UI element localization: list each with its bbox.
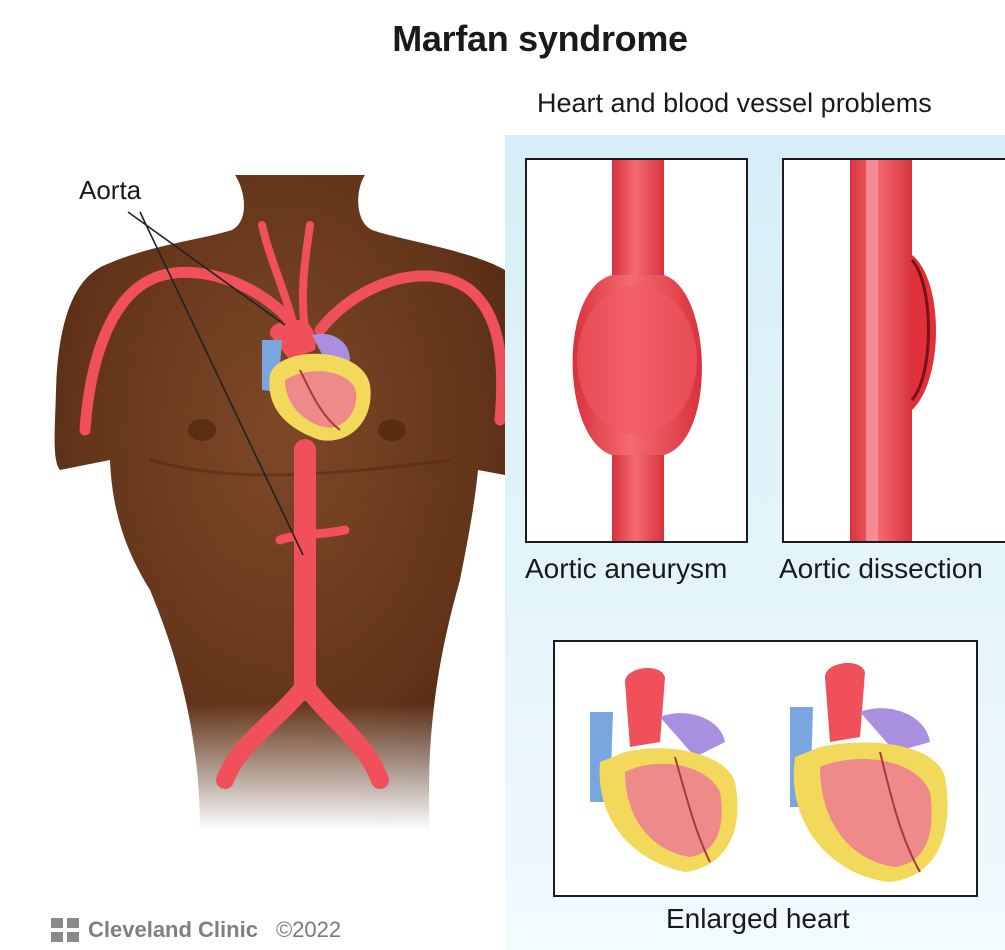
section-subtitle: Heart and blood vessel problems bbox=[537, 88, 932, 119]
aneurysm-illustration bbox=[527, 160, 746, 541]
brand-name: Cleveland Clinic bbox=[88, 917, 258, 943]
copyright: ©2022 bbox=[276, 917, 341, 943]
cleveland-clinic-logo-icon bbox=[50, 917, 80, 943]
enlarged-heart-frame bbox=[553, 640, 978, 897]
aneurysm-caption: Aortic aneurysm bbox=[525, 553, 727, 585]
heart-enlarged bbox=[790, 663, 948, 882]
brand-footer: Cleveland Clinic ©2022 bbox=[50, 917, 341, 943]
dissection-caption: Aortic dissection bbox=[779, 553, 983, 585]
dissection-frame bbox=[782, 158, 1005, 543]
torso-illustration bbox=[0, 130, 510, 830]
aorta-label: Aorta bbox=[79, 175, 141, 206]
enlarged-heart-caption: Enlarged heart bbox=[666, 903, 850, 935]
aneurysm-frame bbox=[525, 158, 748, 543]
heart-normal bbox=[590, 668, 738, 872]
dissection-illustration bbox=[784, 160, 1005, 541]
page-title: Marfan syndrome bbox=[0, 18, 1005, 60]
enlarged-heart-illustration bbox=[555, 642, 976, 895]
